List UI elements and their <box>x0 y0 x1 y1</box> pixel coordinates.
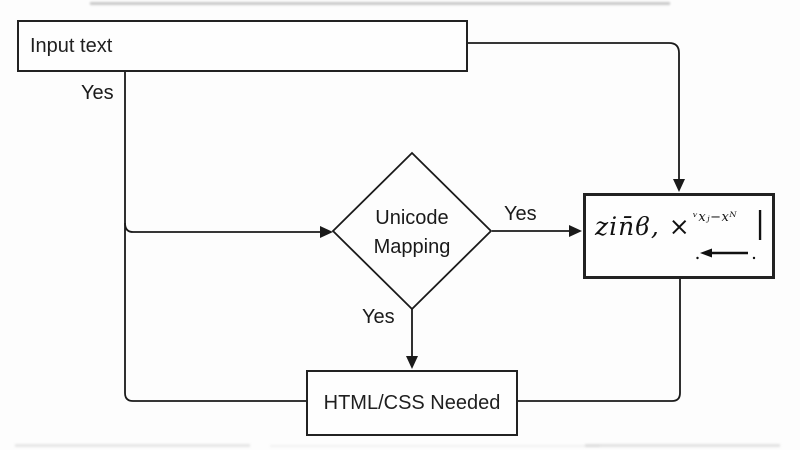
left-arrow-icon <box>696 248 756 260</box>
decision-node-label: Unicode Mapping <box>342 204 482 262</box>
formula-superscript-text: ᵛxⱼ−xᴺ <box>693 210 737 225</box>
input-text-label: Input text <box>30 35 113 57</box>
arrowhead-into-output-top <box>406 356 418 369</box>
edge-input-to-decision <box>124 222 320 233</box>
edge-input-to-output <box>124 72 306 402</box>
formula-vertical-bar: | <box>755 206 766 241</box>
html-css-needed-label: HTML/CSS Needed <box>323 392 501 414</box>
html-css-needed-node: HTML/CSS Needed <box>306 370 518 436</box>
arrowhead-into-formula-top <box>673 179 685 192</box>
edge-label-input-down: Yes <box>81 82 114 104</box>
decision-label-line2: Mapping <box>373 236 451 258</box>
decision-diamond <box>331 151 493 311</box>
decision-label-line1: Unicode <box>375 207 449 229</box>
edge-input-to-formula <box>468 42 680 179</box>
edge-label-decision-down: Yes <box>362 306 395 328</box>
edge-formula-to-output <box>518 279 681 402</box>
formula-main-text: zin̄ϐ, × <box>595 212 691 241</box>
arrowhead-into-formula-left <box>569 225 582 237</box>
arrowhead-into-decision <box>320 226 333 238</box>
handwritten-formula-node: zin̄ϐ, × ᵛxⱼ−xᴺ | <box>583 193 775 279</box>
edge-label-decision-right: Yes <box>504 203 537 225</box>
input-text-node: Input text <box>17 20 468 72</box>
